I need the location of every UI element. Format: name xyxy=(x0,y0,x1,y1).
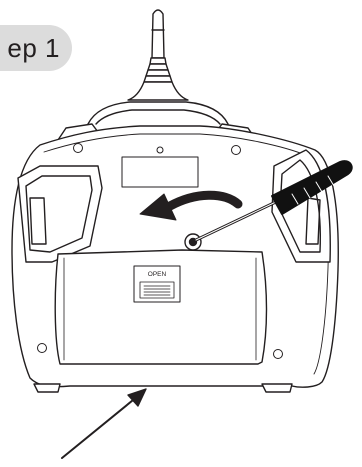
battery-cover xyxy=(54,249,268,365)
label-recess xyxy=(121,156,199,188)
foot-right xyxy=(261,383,293,393)
screw-hole-top-right xyxy=(231,145,241,155)
screwdriver-icon xyxy=(194,160,353,242)
foot-left xyxy=(33,383,61,393)
pointer-arrow xyxy=(61,388,147,459)
screw-hole-top-center xyxy=(156,146,164,154)
step-badge: ep 1 xyxy=(0,25,72,71)
screw-hole-bottom-left xyxy=(37,343,47,353)
antenna xyxy=(127,9,189,101)
open-label: OPEN xyxy=(148,271,167,278)
cover-screw xyxy=(184,233,202,251)
left-grip xyxy=(17,165,103,263)
screw-hole-top-left xyxy=(73,143,83,153)
step-badge-label: ep 1 xyxy=(7,32,60,63)
open-latch xyxy=(133,265,181,303)
rotate-arrow-icon xyxy=(139,190,243,221)
screw-hole-bottom-right xyxy=(273,349,283,359)
